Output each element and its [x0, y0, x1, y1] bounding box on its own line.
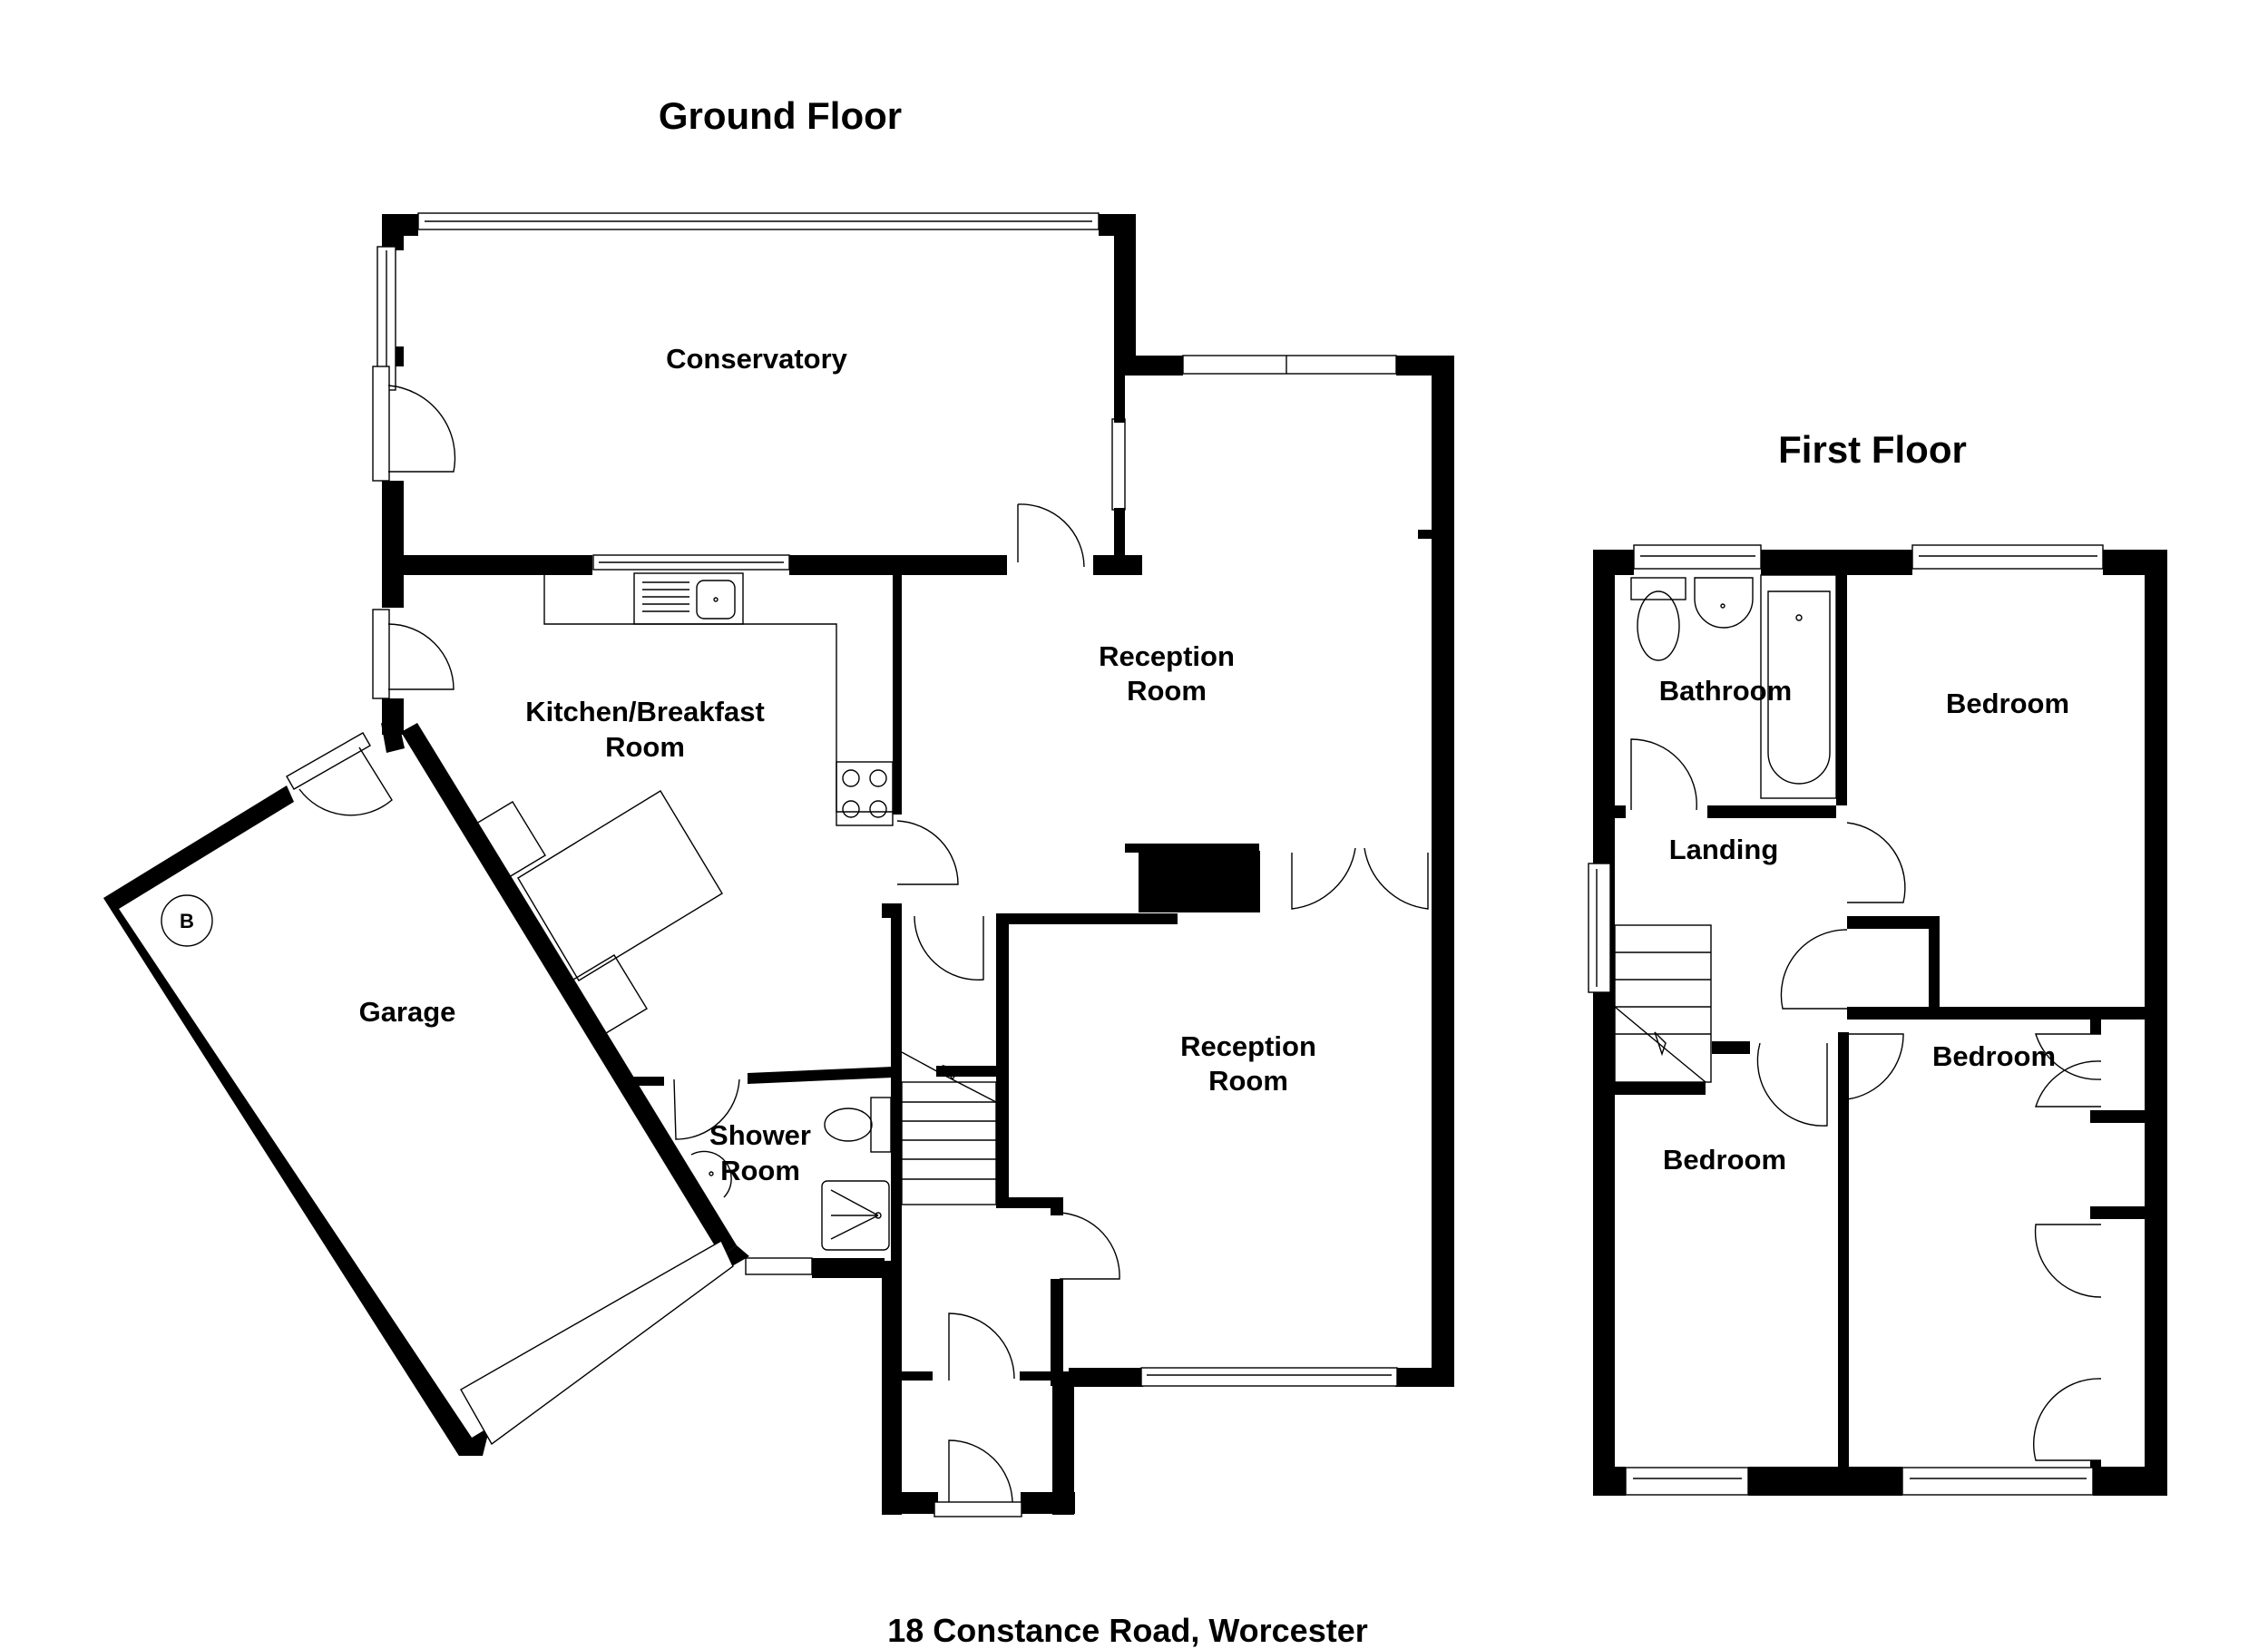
- basin-icon: [690, 1150, 732, 1198]
- ground-floor-title: Ground Floor: [659, 94, 902, 137]
- bath-icon: [1760, 574, 1837, 799]
- conservatory-to-reception-door[interactable]: [1017, 503, 1085, 568]
- reception-double-doors[interactable]: [1291, 847, 1429, 910]
- front-door[interactable]: [934, 1439, 1022, 1517]
- first-floor-walls: [1593, 550, 2167, 1496]
- room-label-reception-upper-line2: Room: [1127, 675, 1207, 707]
- room-label-garage: Garage: [359, 996, 456, 1028]
- property-address: 18 Constance Road, Worcester: [887, 1612, 1368, 1649]
- bathroom-door[interactable]: [1630, 738, 1697, 811]
- garage-up-and-over-door[interactable]: [460, 1240, 734, 1446]
- shower-room-window: [745, 1257, 813, 1275]
- first-floor-plan: Bathroom Bedroom Landing Bedroom Bedroom: [1588, 544, 2167, 1496]
- first-floor-title: First Floor: [1778, 428, 1967, 471]
- kitchen-sink-drainer-icon: [642, 580, 736, 620]
- wardrobe-doors-upper[interactable]: [2035, 1033, 2102, 1107]
- first-floor-staircase[interactable]: [1614, 924, 1712, 1083]
- conservatory-windows: [376, 212, 1126, 571]
- boiler-marker: B: [180, 910, 194, 932]
- first-floor-windows: [1588, 544, 2104, 1496]
- room-label-bedroom-front-right: Bedroom: [1946, 688, 2069, 719]
- middle-bedroom-door[interactable]: [1846, 1033, 1904, 1100]
- room-label-bedroom-bottom-left: Bedroom: [1663, 1144, 1786, 1176]
- boiler-icon: B: [161, 894, 213, 947]
- rear-bedroom-door[interactable]: [1756, 1042, 1828, 1127]
- room-label-shower-line2: Room: [720, 1155, 800, 1186]
- shower-room-door[interactable]: [673, 1078, 740, 1140]
- store-door[interactable]: [1780, 929, 1848, 1010]
- reception-front-window: [1140, 1367, 1398, 1387]
- kitchen-worktop: [543, 572, 894, 826]
- shower-room-walls: [626, 1067, 893, 1278]
- room-label-reception-lower-line2: Room: [1208, 1065, 1288, 1097]
- room-label-landing: Landing: [1669, 834, 1779, 865]
- front-bedroom-door[interactable]: [1846, 822, 1906, 903]
- conservatory-side-door[interactable]: [372, 366, 456, 482]
- bathroom-basin-icon: [1694, 577, 1754, 629]
- garage-side-door[interactable]: [286, 732, 393, 816]
- hob-icon: [836, 761, 894, 826]
- room-label-shower-line1: Shower: [709, 1119, 811, 1151]
- room-label-reception-lower-line1: Reception: [1180, 1030, 1316, 1062]
- reception-walls: [1069, 356, 1454, 1387]
- toilet-icon: [824, 1097, 892, 1153]
- shower-tray-icon: [821, 1180, 890, 1251]
- room-label-conservatory: Conservatory: [666, 343, 848, 375]
- wardrobe-doors-lower[interactable]: [2033, 1224, 2102, 1461]
- breakfast-table: [466, 790, 723, 1037]
- room-label-kitchen-line1: Kitchen/Breakfast: [525, 696, 765, 727]
- hall-to-lower-reception-door[interactable]: [914, 915, 984, 981]
- room-label-reception-upper-line1: Reception: [1099, 640, 1235, 672]
- bathroom-toilet-icon: [1630, 577, 1686, 661]
- room-label-bedroom-middle-right: Bedroom: [1932, 1040, 2056, 1072]
- kitchen-side-door[interactable]: [372, 609, 455, 699]
- ground-floor-plan: Conservatory: [103, 212, 1454, 1517]
- room-label-kitchen-line2: Room: [605, 731, 685, 763]
- hall-to-reception-side-door[interactable]: [1059, 1212, 1120, 1280]
- conservatory-walls: [382, 214, 1142, 575]
- room-label-bathroom: Bathroom: [1659, 675, 1792, 707]
- kitchen-to-hall-door[interactable]: [896, 820, 959, 885]
- hall-inner-door[interactable]: [948, 1312, 1015, 1381]
- reception-rear-window: [1182, 355, 1397, 375]
- garage-walls: [103, 723, 749, 1456]
- hall-walls: [882, 903, 1178, 1515]
- staircase[interactable]: [901, 1051, 997, 1205]
